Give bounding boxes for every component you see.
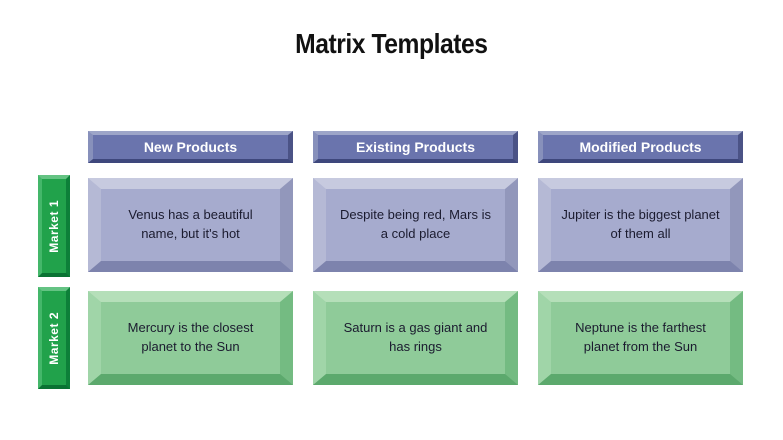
row-label-text: Market 2	[47, 311, 61, 365]
matrix-cell-market1-modified: Jupiter is the biggest planet of them al…	[538, 178, 743, 272]
matrix-cell-market1-existing: Despite being red, Mars is a cold place	[313, 178, 518, 272]
matrix-cell-text: Mercury is the closest planet to the Sun	[127, 320, 254, 354]
matrix-cell-market2-new: Mercury is the closest planet to the Sun	[88, 291, 293, 385]
matrix-cell-text: Jupiter is the biggest planet of them al…	[561, 207, 720, 241]
matrix-cell-text: Venus has a beautiful name, but it's hot	[128, 207, 253, 241]
column-header-label: Modified Products	[579, 139, 702, 155]
column-header-existing-products: Existing Products	[313, 131, 518, 163]
matrix-cell-text: Neptune is the farthest planet from the …	[575, 320, 706, 354]
row-label-market-2: Market 2	[38, 287, 70, 389]
matrix-cell-market1-new: Venus has a beautiful name, but it's hot	[88, 178, 293, 272]
matrix-cell-market2-existing: Saturn is a gas giant and has rings	[313, 291, 518, 385]
column-header-modified-products: Modified Products	[538, 131, 743, 163]
row-label-text: Market 1	[47, 199, 61, 253]
page-title-text: Matrix Templates	[295, 28, 488, 59]
matrix-cell-text: Despite being red, Mars is a cold place	[339, 207, 491, 241]
column-header-new-products: New Products	[88, 131, 293, 163]
page-title: Matrix Templates	[0, 28, 783, 60]
matrix-cell-text: Saturn is a gas giant and has rings	[343, 320, 488, 354]
column-header-label: Existing Products	[355, 139, 476, 155]
row-label-market-1: Market 1	[38, 175, 70, 277]
column-header-label: New Products	[143, 139, 238, 155]
matrix-cell-market2-modified: Neptune is the farthest planet from the …	[538, 291, 743, 385]
